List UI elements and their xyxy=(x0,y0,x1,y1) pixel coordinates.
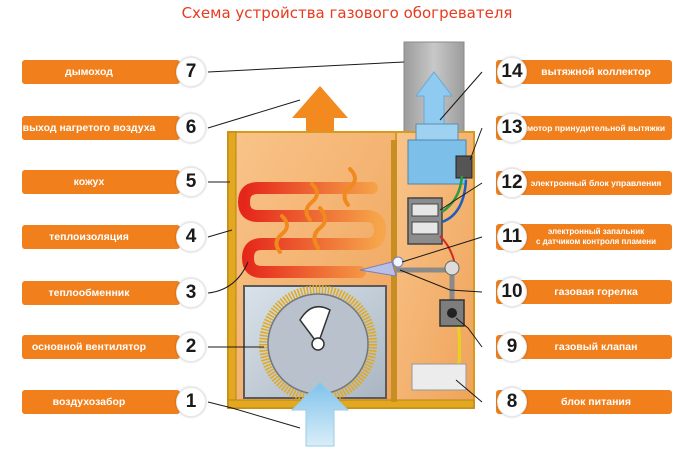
marker-14: 14 xyxy=(497,57,527,87)
label-igniter-line2: с датчиком контроля пламени xyxy=(535,237,657,246)
marker-11: 11 xyxy=(497,222,527,252)
gas-fitting xyxy=(444,260,460,276)
marker-3: 3 xyxy=(176,278,206,308)
wire-blue xyxy=(441,179,468,224)
label-hot-air-out: выход нагретого воздуха xyxy=(22,116,180,140)
leader-lines xyxy=(207,61,483,429)
fan-blade xyxy=(299,305,331,346)
insulation-bottom xyxy=(227,399,475,409)
heat-wave-2 xyxy=(312,206,327,250)
heat-wave-4 xyxy=(342,167,357,207)
marker-9: 9 xyxy=(497,332,527,362)
wire-green xyxy=(441,175,464,214)
exhaust-collector xyxy=(415,123,459,141)
marker-1: 1 xyxy=(176,387,206,417)
heat-exchanger xyxy=(237,182,387,278)
marker-7: 7 xyxy=(176,57,206,87)
gas-burner-flame xyxy=(359,261,397,277)
igniter xyxy=(392,256,404,268)
power-supply xyxy=(411,363,467,391)
diagram-title: Схема устройства газового обогревателя xyxy=(181,4,513,22)
control-unit-slot-2 xyxy=(411,221,439,235)
heat-wave-1 xyxy=(274,214,289,254)
marker-10: 10 xyxy=(497,277,527,307)
motor-terminal xyxy=(455,155,473,179)
label-chimney: дымоход xyxy=(22,60,180,84)
label-main-fan: основной вентилятор xyxy=(22,335,180,359)
gas-valve-knob xyxy=(447,308,457,318)
marker-5: 5 xyxy=(176,167,206,197)
label-heat-exchanger: теплообменник xyxy=(22,281,180,305)
label-igniter-line1: электронный запальник xyxy=(547,227,645,236)
marker-4: 4 xyxy=(176,222,206,252)
heat-wave-3 xyxy=(304,182,319,222)
air-intake-arrow-icon xyxy=(290,381,350,447)
marker-13: 13 xyxy=(497,113,527,143)
marker-12: 12 xyxy=(497,168,527,198)
marker-6: 6 xyxy=(176,113,206,143)
label-housing: кожух xyxy=(22,170,180,194)
marker-2: 2 xyxy=(176,332,206,362)
insulation-left xyxy=(227,131,237,409)
label-insulation: теплоизоляция xyxy=(22,225,180,249)
label-air-intake: воздухозабор xyxy=(22,390,180,414)
control-unit-slot-1 xyxy=(411,203,439,217)
marker-8: 8 xyxy=(497,387,527,417)
fan-hub xyxy=(311,337,325,351)
